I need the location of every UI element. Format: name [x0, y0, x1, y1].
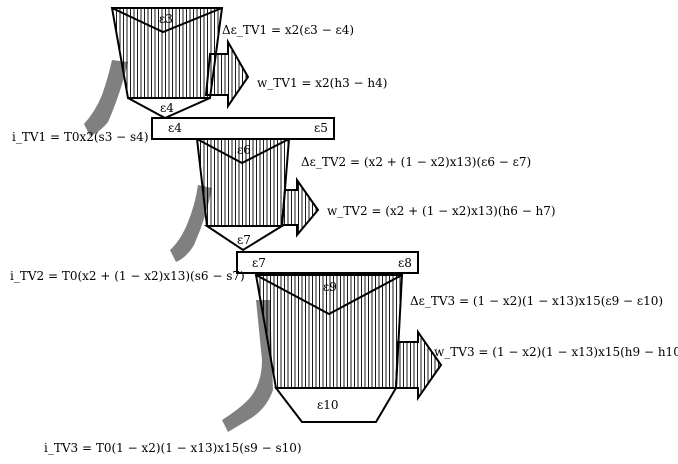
eps-bottom-label-3: ε10 — [317, 398, 339, 412]
eps-bottom-label-2: ε7 — [237, 233, 251, 247]
irreversibility-eq-2: i_TV2 = T0(x2 + (1 − x2)x13)(s6 − s7) — [10, 269, 245, 283]
eps-top-label-1: ε3 — [159, 12, 173, 26]
eps-bottom-label-1: ε4 — [160, 101, 174, 115]
irreversibility-stream-1 — [84, 60, 128, 136]
work-eq-2: w_TV2 = (x2 + (1 − x2)x13)(h6 − h7) — [327, 204, 556, 218]
bar-right-label-1: ε5 — [314, 121, 328, 135]
work-eq-1: w_TV1 = x2(h3 − h4) — [257, 76, 387, 90]
eps-top-label-2: ε6 — [237, 143, 251, 157]
stage-1: ε3 ε4 ε4 ε5 Δε_TV1 = x2(ε3 − ε4) w_TV1 =… — [12, 7, 387, 144]
irreversibility-stream-2 — [170, 185, 212, 262]
irreversibility-eq-1: i_TV1 = T0x2(s3 − s4) — [12, 130, 149, 144]
exergy-output-triangle-2 — [203, 225, 286, 252]
work-arrow-2 — [280, 176, 320, 238]
work-arrow-3 — [394, 328, 443, 402]
irreversibility-stream-3 — [222, 300, 273, 432]
delta-exergy-eq-2: Δε_TV2 = (x2 + (1 − x2)x13)(ε6 − ε7) — [301, 155, 531, 169]
exergy-output-triangle-3 — [273, 387, 398, 423]
delta-exergy-eq-3: Δε_TV3 = (1 − x2)(1 − x13)x15(ε9 − ε10) — [410, 294, 663, 308]
stage-3: ε9 ε10 Δε_TV3 = (1 − x2)(1 − x13)x15(ε9 … — [44, 274, 678, 455]
work-arrow-1 — [204, 38, 250, 110]
exergy-output-triangle-1 — [127, 97, 211, 120]
bar-2 — [236, 251, 419, 274]
bar-left-label-1: ε4 — [168, 121, 182, 135]
irreversibility-eq-3: i_TV3 = T0(1 − x2)(1 − x13)x15(s9 − s10) — [44, 441, 302, 455]
eps-top-label-3: ε9 — [323, 280, 337, 294]
bar-left-label-2: ε7 — [252, 256, 266, 270]
delta-exergy-eq-1: Δε_TV1 = x2(ε3 − ε4) — [222, 23, 354, 37]
stage-2: ε6 ε7 ε7 ε8 Δε_TV2 = (x2 + (1 − x2)x13)(… — [10, 138, 556, 283]
work-eq-3: w_TV3 = (1 − x2)(1 − x13)x15(h9 − h10) — [434, 345, 678, 359]
bar-right-label-2: ε8 — [398, 256, 412, 270]
